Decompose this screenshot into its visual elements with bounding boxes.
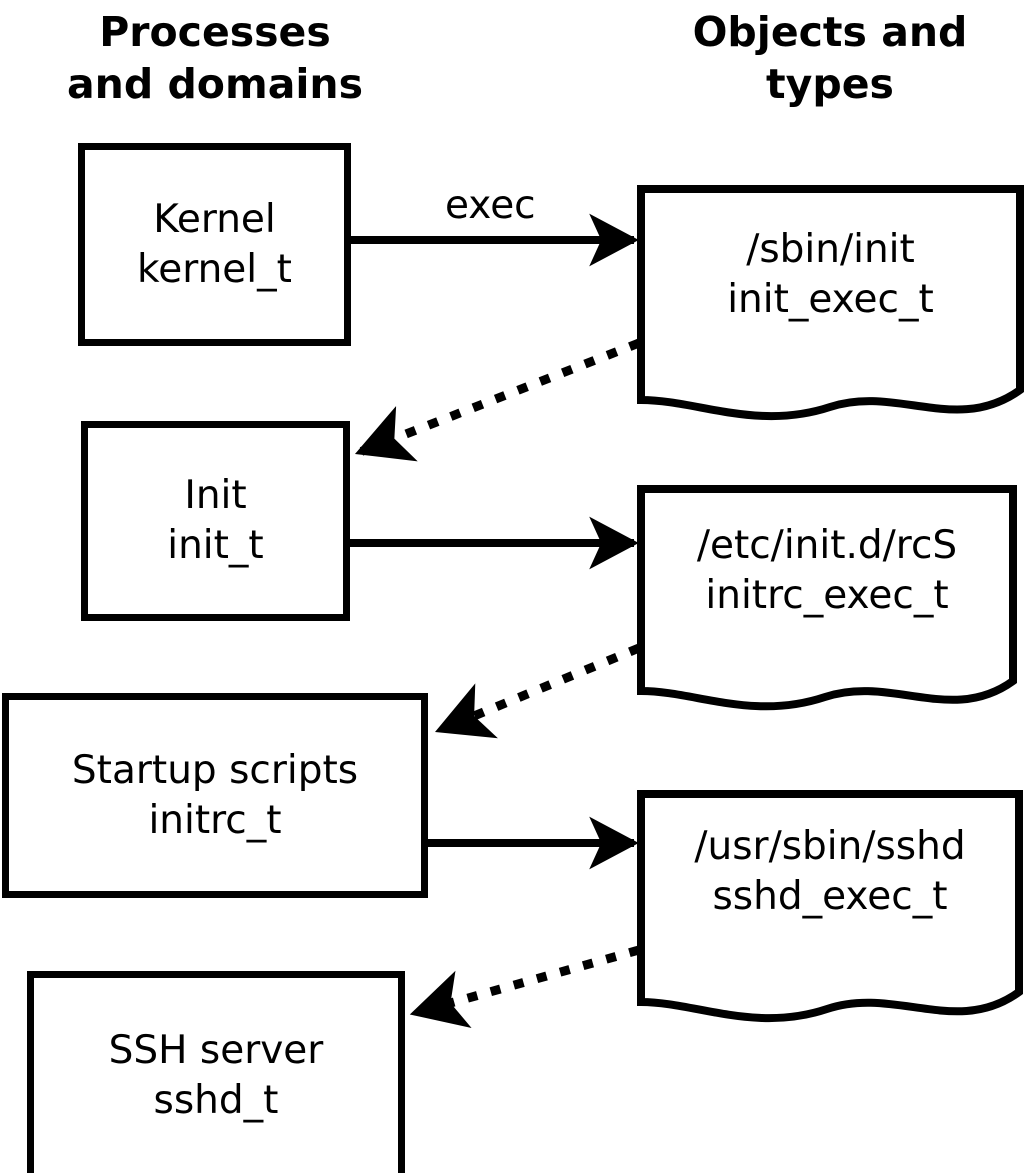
edge-init-exec-to-init [354, 338, 641, 462]
process-box-ssh-server[interactable]: SSH server sshd_t [27, 971, 405, 1173]
edge-sshd-exec-to-sshd [409, 945, 641, 1028]
document-shape-icon [637, 790, 1023, 1023]
process-box-init-name: Init [184, 473, 247, 518]
edge-initrc-exec-to-initrc [435, 643, 641, 739]
process-box-startup-scripts-name: Startup scripts [71, 747, 359, 793]
process-box-kernel-name: Kernel [153, 196, 276, 242]
process-box-kernel[interactable]: Kernel kernel_t [78, 143, 351, 346]
object-doc-initrc-exec[interactable]: /etc/init.d/rcS initrc_exec_t [637, 485, 1017, 717]
object-doc-sshd-exec[interactable]: /usr/sbin/sshd sshd_exec_t [637, 790, 1023, 1030]
column-header-objects-and-types: Objects and types [692, 8, 968, 108]
process-box-ssh-server-name: SSH server [108, 1028, 324, 1073]
process-box-startup-scripts-type: initrc_t [148, 797, 282, 843]
document-shape-icon [637, 185, 1024, 421]
process-box-startup-scripts[interactable]: Startup scripts initrc_t [2, 693, 428, 898]
process-box-init-type: init_t [167, 523, 264, 568]
column-header-processes-and-domains: Processes and domains [66, 8, 364, 108]
object-doc-init-exec[interactable]: /sbin/init init_exec_t [637, 185, 1024, 430]
process-box-kernel-type: kernel_t [137, 246, 292, 292]
process-box-init[interactable]: Init init_t [81, 421, 350, 621]
process-box-ssh-server-type: sshd_t [153, 1078, 279, 1123]
edge-label-exec: exec [445, 183, 536, 228]
document-shape-icon [637, 485, 1017, 711]
